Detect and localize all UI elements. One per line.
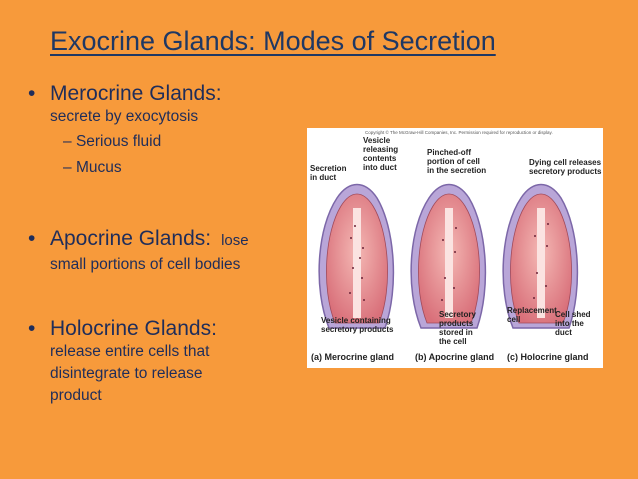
- apocrine-desc: small portions of cell bodies: [50, 256, 241, 273]
- apocrine-inline: lose: [221, 232, 249, 249]
- merocrine-heading: Merocrine Glands:: [50, 82, 222, 105]
- apocrine-section: • Apocrine Glands: lose small portions of …: [28, 227, 249, 276]
- holocrine-gland-shape: [502, 183, 579, 329]
- caption-holocrine: (c) Holocrine gland: [507, 352, 589, 362]
- gland-illustration: [318, 183, 579, 329]
- holocrine-desc-line: product: [50, 387, 102, 404]
- holocrine-section: • Holocrine Glands: release entire cells …: [28, 317, 217, 407]
- caption-apocrine: (b) Apocrine gland: [415, 352, 495, 362]
- merocrine-gland-shape: [318, 183, 395, 329]
- gland-figure: Copyright © The McGraw-Hill Companies, I…: [307, 128, 603, 368]
- apocrine-gland-shape: [410, 183, 487, 329]
- apocrine-heading: Apocrine Glands:: [50, 227, 212, 250]
- slide-title: Exocrine Glands: Modes of Secretion: [50, 26, 496, 56]
- merocrine-item: – Mucus: [63, 159, 122, 176]
- caption-merocrine: (a) Merocrine gland: [311, 352, 395, 362]
- holocrine-heading: Holocrine Glands:: [50, 317, 217, 340]
- merocrine-section: • Merocrine Glands: secrete by exocytosis…: [28, 82, 222, 181]
- bullet-icon: •: [28, 227, 36, 250]
- holocrine-desc-line: release entire cells that: [50, 343, 210, 360]
- merocrine-desc: secrete by exocytosis: [50, 108, 199, 125]
- figure-copyright: Copyright © The McGraw-Hill Companies, I…: [365, 130, 553, 135]
- bullet-icon: •: [28, 317, 36, 340]
- holocrine-desc-line: disintegrate to release: [50, 365, 203, 382]
- merocrine-item: – Serious fluid: [63, 133, 162, 150]
- bullet-icon: •: [28, 82, 36, 105]
